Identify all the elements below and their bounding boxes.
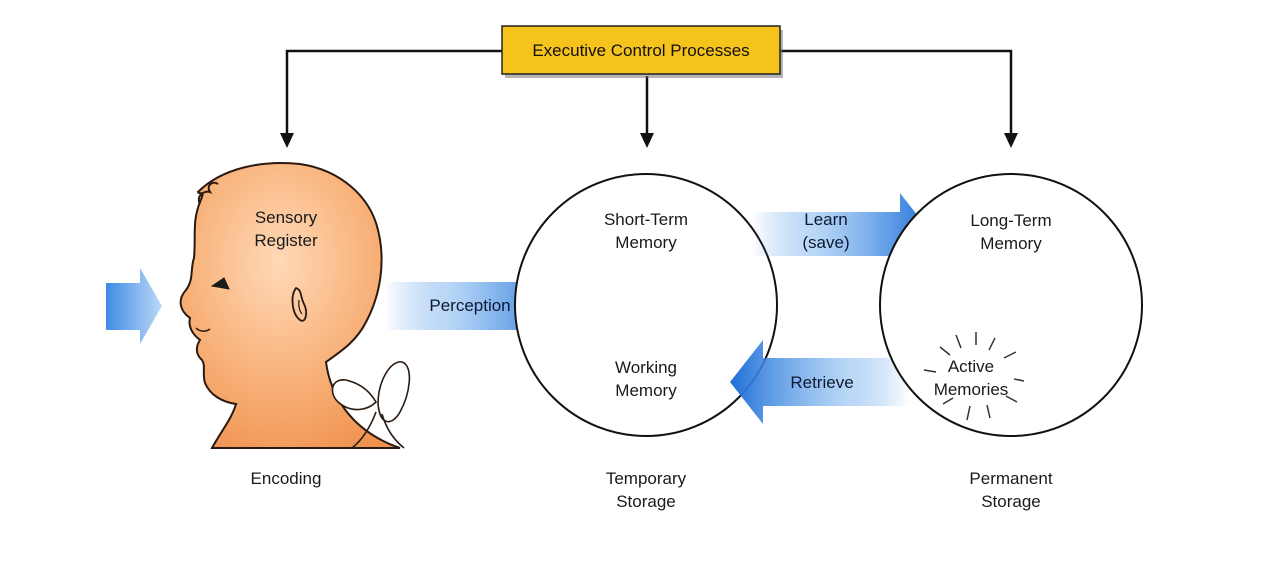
active-memories-label-2: Memories — [934, 380, 1009, 399]
svg-text:Storage: Storage — [981, 492, 1041, 511]
active-memories-burst — [923, 332, 1025, 421]
active-memories-label-1: Active — [948, 357, 994, 376]
perception-label: Perception — [429, 296, 510, 315]
retrieve-label: Retrieve — [790, 373, 853, 392]
svg-text:Sensory: Sensory — [255, 208, 318, 227]
temporary-storage-caption: Temporary Storage — [606, 469, 687, 511]
permanent-storage-caption: Permanent Storage — [969, 469, 1052, 511]
svg-text:Permanent: Permanent — [969, 469, 1052, 488]
executive-arrowheads — [280, 133, 1018, 148]
long-term-label-1: Long-Term — [970, 211, 1051, 230]
svg-text:Storage: Storage — [616, 492, 676, 511]
head-illustration — [179, 162, 411, 449]
learn-label: Learn — [804, 210, 847, 229]
svg-text:Temporary: Temporary — [606, 469, 687, 488]
retrieve-arrow: Retrieve — [730, 340, 910, 424]
encoding-caption: Encoding — [251, 469, 322, 488]
short-term-label-2: Memory — [615, 233, 677, 252]
long-term-memory-circle: Long-Term Memory Active Memories — [879, 173, 1143, 437]
save-label: (save) — [802, 233, 849, 252]
learn-arrow: Learn (save) — [752, 193, 932, 275]
sensory-register-label: Sensory Register — [254, 208, 318, 250]
short-term-memory-circle: Short-Term Memory Working Memory — [514, 173, 778, 437]
svg-text:Register: Register — [254, 231, 318, 250]
executive-control-box: Executive Control Processes — [501, 25, 783, 78]
input-arrow — [106, 268, 162, 344]
working-memory-label-1: Working — [615, 358, 677, 377]
executive-control-label: Executive Control Processes — [532, 41, 749, 60]
short-term-label-1: Short-Term — [604, 210, 688, 229]
executive-connectors — [285, 49, 1013, 135]
long-term-label-2: Memory — [980, 234, 1042, 253]
working-memory-label-2: Memory — [615, 381, 677, 400]
